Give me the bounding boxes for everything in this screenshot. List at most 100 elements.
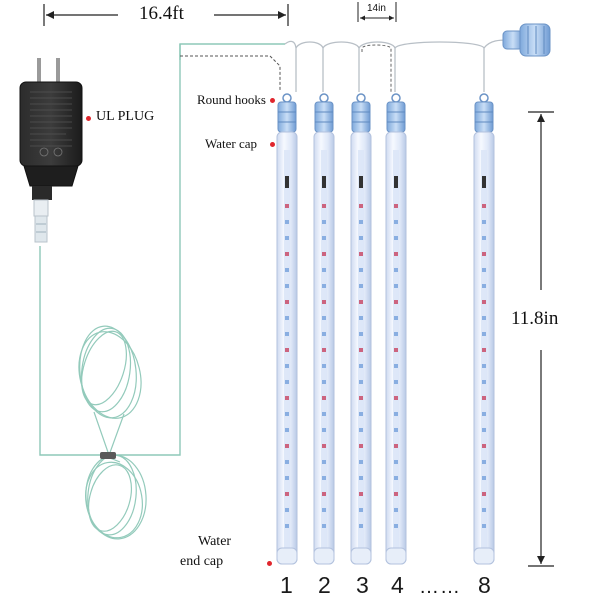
led-dot: [322, 316, 326, 320]
led-dot: [322, 284, 326, 288]
power-adapter: [19, 58, 83, 243]
led-dot: [482, 348, 486, 352]
led-dot: [482, 460, 486, 464]
led-dot: [285, 252, 289, 256]
led-dot: [322, 428, 326, 432]
led-dot: [394, 508, 398, 512]
led-dot: [322, 236, 326, 240]
water-cap: [277, 101, 297, 133]
end-cap: [473, 547, 495, 565]
led-dot: [394, 428, 398, 432]
led-dot: [482, 316, 486, 320]
led-dot: [359, 332, 363, 336]
cable-length-dimension: [43, 4, 289, 26]
led-dot: [394, 268, 398, 272]
plug-callout-dot: [86, 116, 91, 121]
led-dot: [359, 412, 363, 416]
tube-number-8: 8: [478, 572, 491, 598]
meteor-tubes: [276, 93, 495, 565]
hooks-callout: Round hooks: [197, 92, 266, 107]
led-dot: [482, 236, 486, 240]
led-dot: [482, 252, 486, 256]
led-dot: [482, 412, 486, 416]
led-dot: [394, 348, 398, 352]
led-dot: [285, 476, 289, 480]
led-dot: [482, 268, 486, 272]
led-dot: [359, 316, 363, 320]
led-dot: [285, 428, 289, 432]
led-dot: [322, 492, 326, 496]
tube-number-1: 1: [280, 572, 293, 598]
led-dot: [394, 236, 398, 240]
led-dot: [359, 252, 363, 256]
led-dot: [359, 284, 363, 288]
end-cap: [313, 547, 335, 565]
led-dot: [482, 284, 486, 288]
led-dot: [482, 508, 486, 512]
light-tube: [385, 93, 407, 565]
led-dot: [285, 284, 289, 288]
water-cap-callout: Water cap: [205, 136, 257, 151]
led-dot: [285, 268, 289, 272]
led-dot: [359, 460, 363, 464]
led-dot: [285, 508, 289, 512]
led-dot: [482, 204, 486, 208]
led-dot: [285, 364, 289, 368]
led-dot: [285, 396, 289, 400]
led-dot: [482, 364, 486, 368]
end-cap: [350, 547, 372, 565]
led-dot: [394, 524, 398, 528]
led-dot: [359, 476, 363, 480]
led-dot: [285, 236, 289, 240]
led-dot: [482, 332, 486, 336]
led-dot: [394, 220, 398, 224]
end-cap-callout-line1: Water: [198, 534, 232, 549]
tail-connector: [502, 23, 551, 57]
led-dot: [394, 460, 398, 464]
led-dot: [285, 220, 289, 224]
led-dot: [322, 268, 326, 272]
led-dot: [322, 220, 326, 224]
bus-cable: [284, 39, 509, 92]
led-dot: [285, 348, 289, 352]
led-dot: [359, 508, 363, 512]
ellipsis: ……: [419, 576, 461, 598]
led-dot: [394, 204, 398, 208]
water-cap: [314, 101, 334, 133]
led-dot: [359, 444, 363, 448]
led-dot: [322, 380, 326, 384]
led-dot: [285, 492, 289, 496]
water-cap: [351, 101, 371, 133]
water-cap-callout-dot: [270, 142, 275, 147]
cable-length-label: 16.4ft: [139, 3, 184, 24]
end-cap-callout-line2: end cap: [180, 554, 224, 569]
coiled-cable: [78, 325, 147, 540]
tube-number-3: 3: [356, 572, 369, 598]
led-dot: [359, 236, 363, 240]
led-dot: [285, 460, 289, 464]
led-dot: [394, 380, 398, 384]
led-dot: [359, 396, 363, 400]
led-dot: [285, 332, 289, 336]
led-dot: [482, 476, 486, 480]
light-tube: [313, 93, 335, 565]
led-dot: [482, 300, 486, 304]
light-tube: [473, 93, 495, 565]
led-dot: [359, 428, 363, 432]
led-dot: [322, 412, 326, 416]
led-dot: [394, 332, 398, 336]
led-dot: [359, 380, 363, 384]
led-dot: [482, 444, 486, 448]
led-dot: [394, 492, 398, 496]
led-dot: [285, 524, 289, 528]
end-cap-callout-dot: [267, 561, 272, 566]
led-dot: [322, 252, 326, 256]
led-dot: [322, 476, 326, 480]
water-cap: [386, 101, 406, 133]
led-dot: [359, 492, 363, 496]
hook-dashed-outline: [180, 55, 281, 90]
led-dot: [285, 316, 289, 320]
led-dot: [359, 220, 363, 224]
led-dot: [285, 412, 289, 416]
plug-callout: UL PLUG: [96, 109, 155, 124]
